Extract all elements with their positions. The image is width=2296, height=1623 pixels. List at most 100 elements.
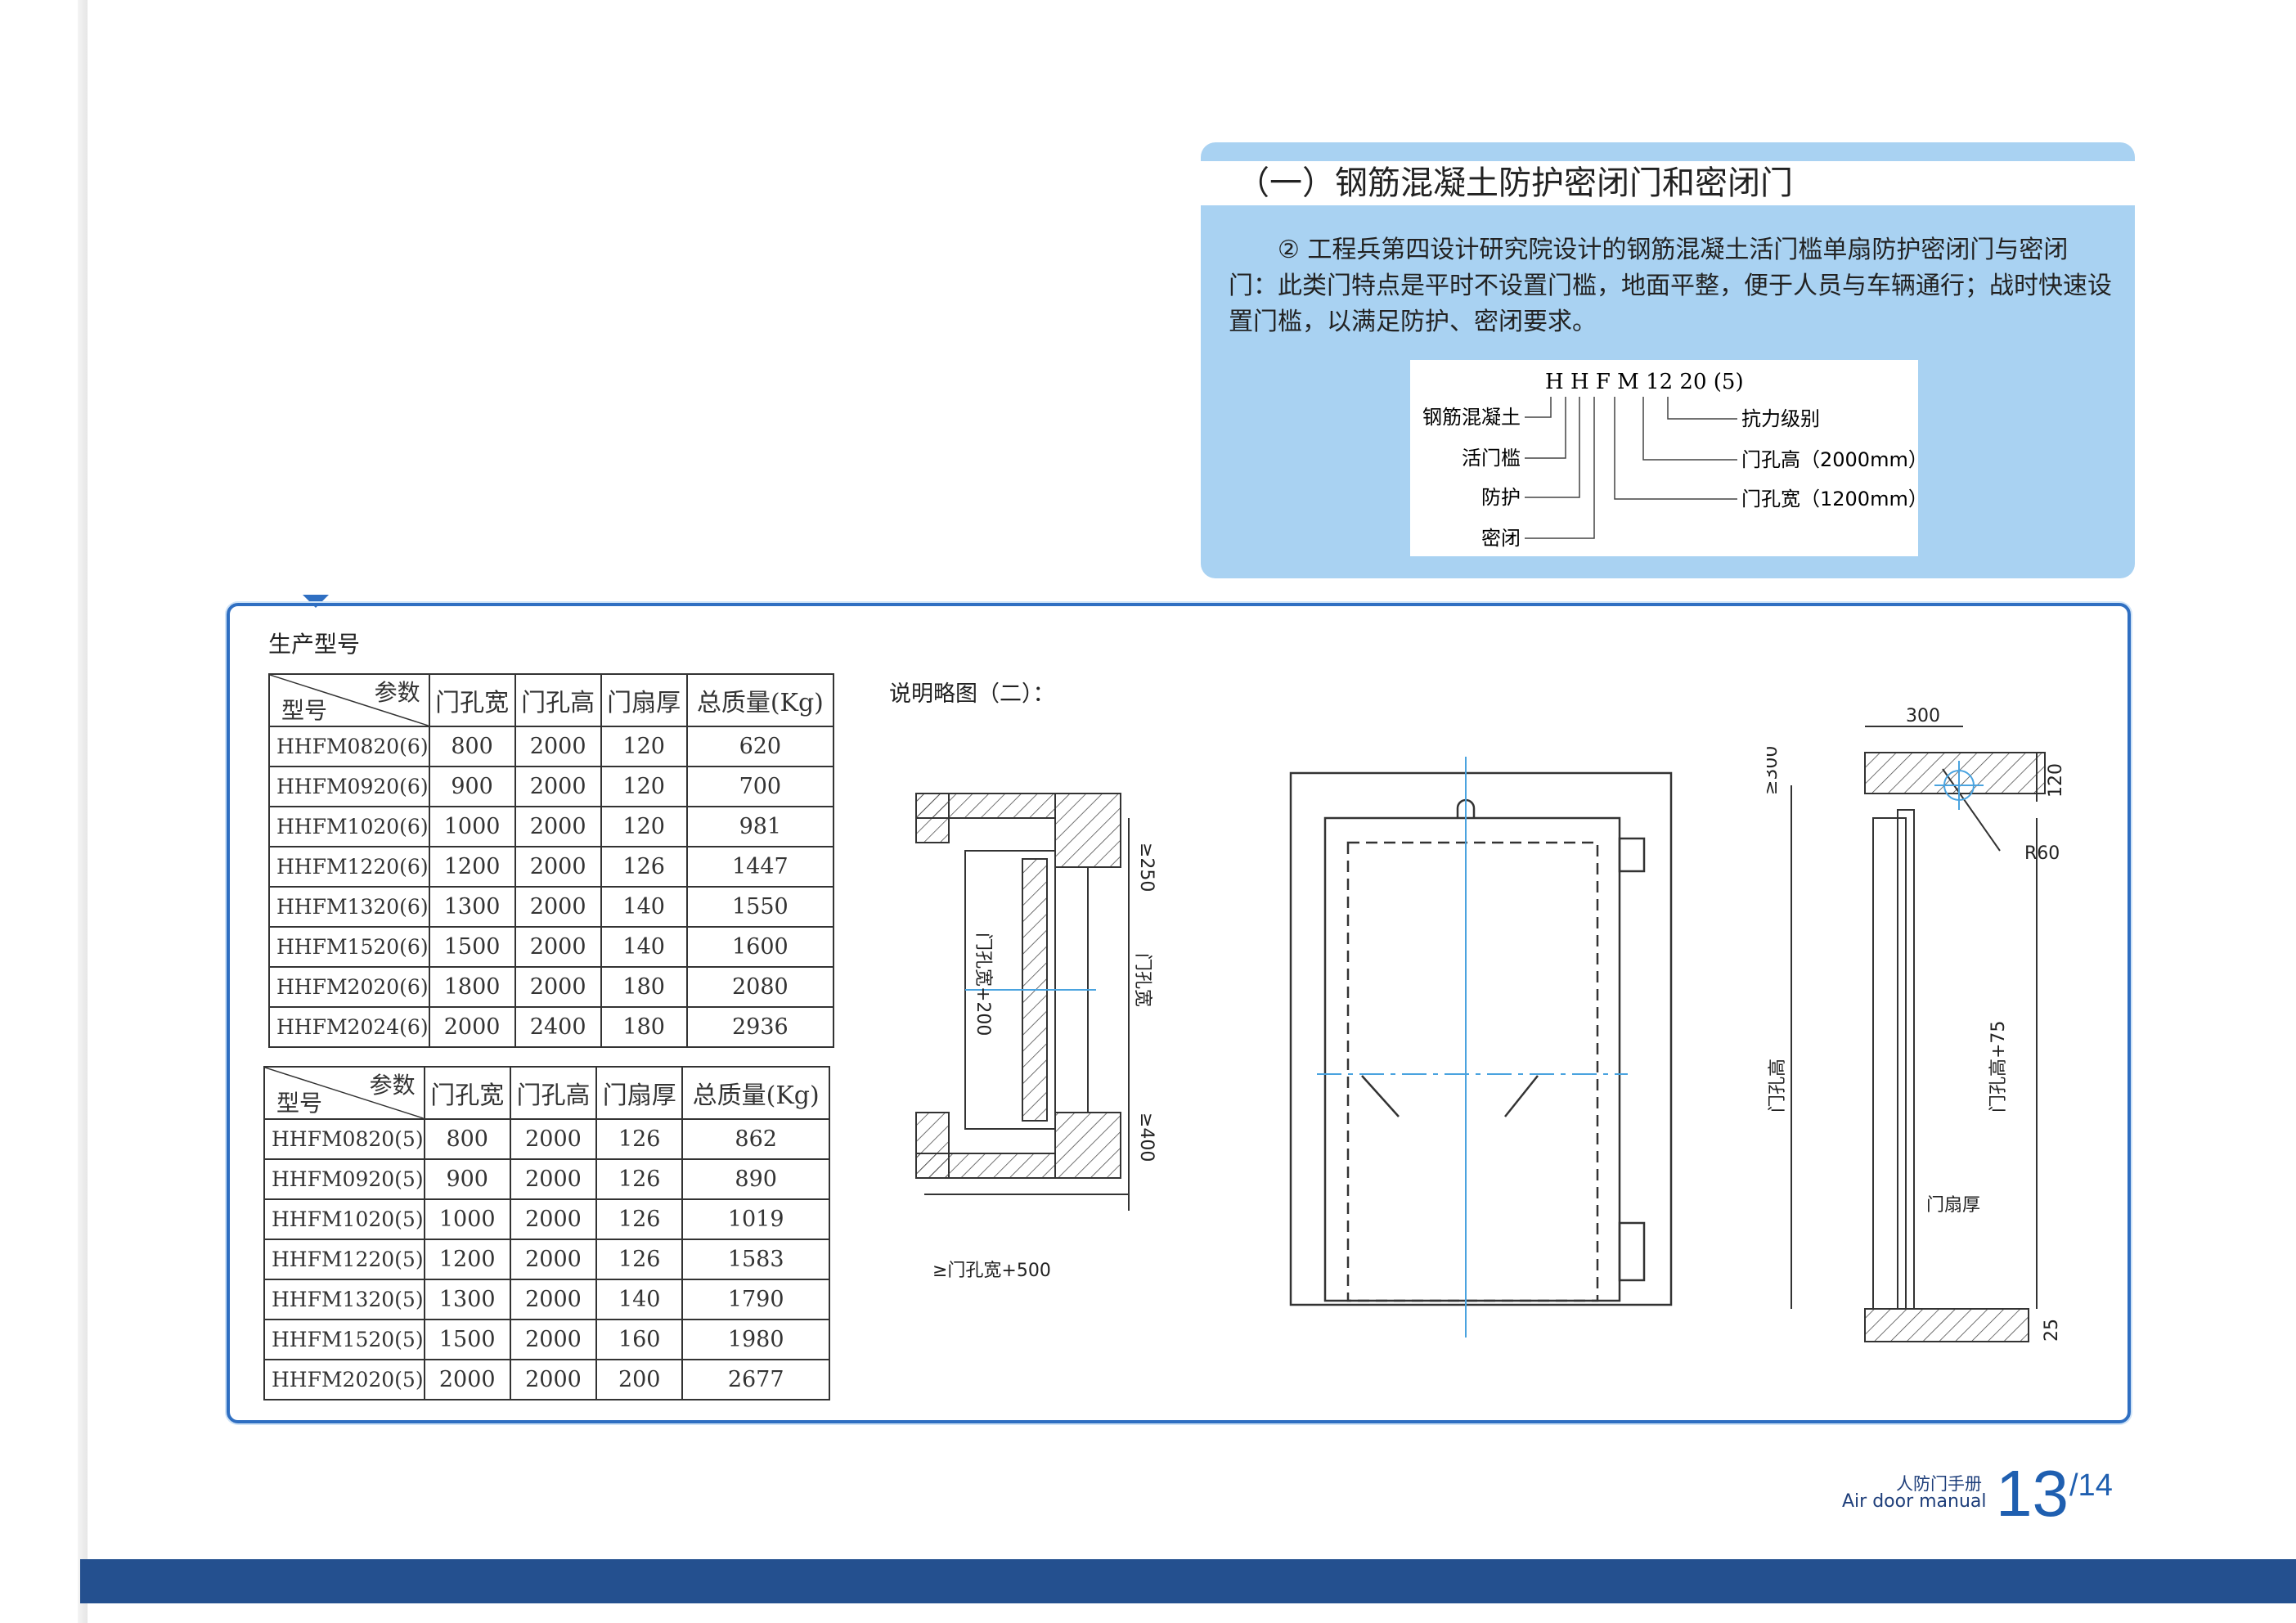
value-cell: 1980 (681, 1319, 830, 1360)
page-total: /14 (2069, 1468, 2113, 1503)
value-cell: 2000 (423, 1359, 511, 1400)
value-cell: 140 (595, 1279, 684, 1320)
value-cell: 180 (600, 966, 688, 1008)
dim-thickness: 门扇厚 (1926, 1195, 1980, 1216)
value-cell: 140 (600, 926, 688, 968)
model-cell: HHFM1320(6) (268, 886, 430, 928)
col-weight: 总质量(Kg) (681, 1066, 830, 1120)
value-cell: 1500 (428, 926, 516, 968)
value-cell: 700 (685, 766, 835, 807)
value-cell: 1300 (428, 886, 516, 928)
model-cell: HHFM2024(6) (268, 1006, 430, 1048)
header-diagonal-cell: 参数型号 (263, 1066, 425, 1120)
section-drawing: 300 ≥300 120 R60 门孔高 门孔高+75 门扇厚 25 (1767, 706, 2066, 1342)
value-cell: 120 (600, 806, 688, 847)
value-cell: 981 (685, 806, 835, 847)
model-cell: HHFM0920(6) (268, 766, 430, 807)
value-cell: 2000 (514, 966, 602, 1008)
value-cell: 2000 (514, 806, 602, 847)
model-code: H H F M 12 20 (5) (1545, 370, 1744, 394)
col-height: 门孔高 (509, 1066, 598, 1120)
dim-25: 25 (2042, 1319, 2062, 1342)
elevation-drawing (1289, 757, 1673, 1338)
dim-120: 120 (2046, 763, 2066, 798)
code-label-resistance: 抗力级别 (1741, 407, 1820, 430)
code-label-width: 门孔宽（1200mm） (1741, 488, 1918, 510)
dim-300: 300 (1906, 706, 1940, 726)
value-cell: 862 (681, 1118, 830, 1160)
model-cell: HHFM2020(6) (268, 966, 430, 1008)
section-label: 生产型号 (268, 631, 361, 658)
dim-height-plus: 门孔高+75 (1988, 1021, 2009, 1113)
header-panel: （一）钢筋混凝土防护密闭门和密闭门 ② 工程兵第四设计研究院设计的钢筋混凝土活门… (1201, 142, 2135, 578)
value-cell: 2936 (685, 1006, 835, 1048)
code-label-concrete: 钢筋混凝土 (1422, 406, 1521, 429)
model-cell: HHFM0820(5) (263, 1118, 425, 1160)
value-cell: 1000 (428, 806, 516, 847)
plan-drawing: ≥250 ≥400 门孔宽 门孔宽+200 ≥门孔宽+500 (915, 793, 1157, 1281)
value-cell: 2000 (514, 886, 602, 928)
bottom-band (80, 1559, 2296, 1603)
value-cell: 1447 (685, 846, 835, 888)
value-cell: 2000 (514, 846, 602, 888)
model-cell: HHFM2020(5) (263, 1359, 425, 1400)
model-cell: HHFM1220(6) (268, 846, 430, 888)
model-cell: HHFM1020(5) (263, 1198, 425, 1240)
value-cell: 1300 (423, 1279, 511, 1320)
value-cell: 2000 (514, 926, 602, 968)
value-cell: 2000 (509, 1279, 598, 1320)
model-cell: HHFM0920(5) (263, 1158, 425, 1200)
value-cell: 120 (600, 726, 688, 767)
value-cell: 2000 (509, 1319, 598, 1360)
value-cell: 2000 (509, 1239, 598, 1280)
value-cell: 2080 (685, 966, 835, 1008)
model-cell: HHFM1020(6) (268, 806, 430, 847)
value-cell: 1790 (681, 1279, 830, 1320)
model-cell: HHFM0820(6) (268, 726, 430, 767)
dim-door-height: 门孔高 (1768, 1059, 1788, 1113)
value-cell: 2000 (514, 766, 602, 807)
value-cell: 2400 (514, 1006, 602, 1048)
code-label-sealing: 密闭 (1481, 527, 1521, 550)
dim-r60: R60 (2024, 843, 2060, 864)
model-cell: HHFM1520(5) (263, 1319, 425, 1360)
col-thickness: 门扇厚 (600, 673, 688, 727)
dim-bottom: ≥400 (1136, 1113, 1157, 1162)
col-width: 门孔宽 (428, 673, 516, 727)
value-cell: 2000 (514, 726, 602, 767)
value-cell: 900 (423, 1158, 511, 1200)
model-cell: HHFM1520(6) (268, 926, 430, 968)
product-frame (227, 603, 2131, 1423)
value-cell: 126 (595, 1118, 684, 1160)
page-edge (78, 0, 88, 1623)
value-cell: 800 (423, 1118, 511, 1160)
col-thickness: 门扇厚 (595, 1066, 684, 1120)
header-diagonal-cell: 参数型号 (268, 673, 430, 727)
value-cell: 1200 (428, 846, 516, 888)
col-width: 门孔宽 (423, 1066, 511, 1120)
value-cell: 1550 (685, 886, 835, 928)
page-number: 13 (1996, 1457, 2069, 1530)
dim-ge300: ≥300 (1767, 746, 1782, 795)
value-cell: 2677 (681, 1359, 830, 1400)
value-cell: 1583 (681, 1239, 830, 1280)
col-height: 门孔高 (514, 673, 602, 727)
model-cell: HHFM1320(5) (263, 1279, 425, 1320)
value-cell: 1600 (685, 926, 835, 968)
value-cell: 180 (600, 1006, 688, 1048)
value-cell: 126 (595, 1198, 684, 1240)
value-cell: 1800 (428, 966, 516, 1008)
value-cell: 620 (685, 726, 835, 767)
value-cell: 200 (595, 1359, 684, 1400)
